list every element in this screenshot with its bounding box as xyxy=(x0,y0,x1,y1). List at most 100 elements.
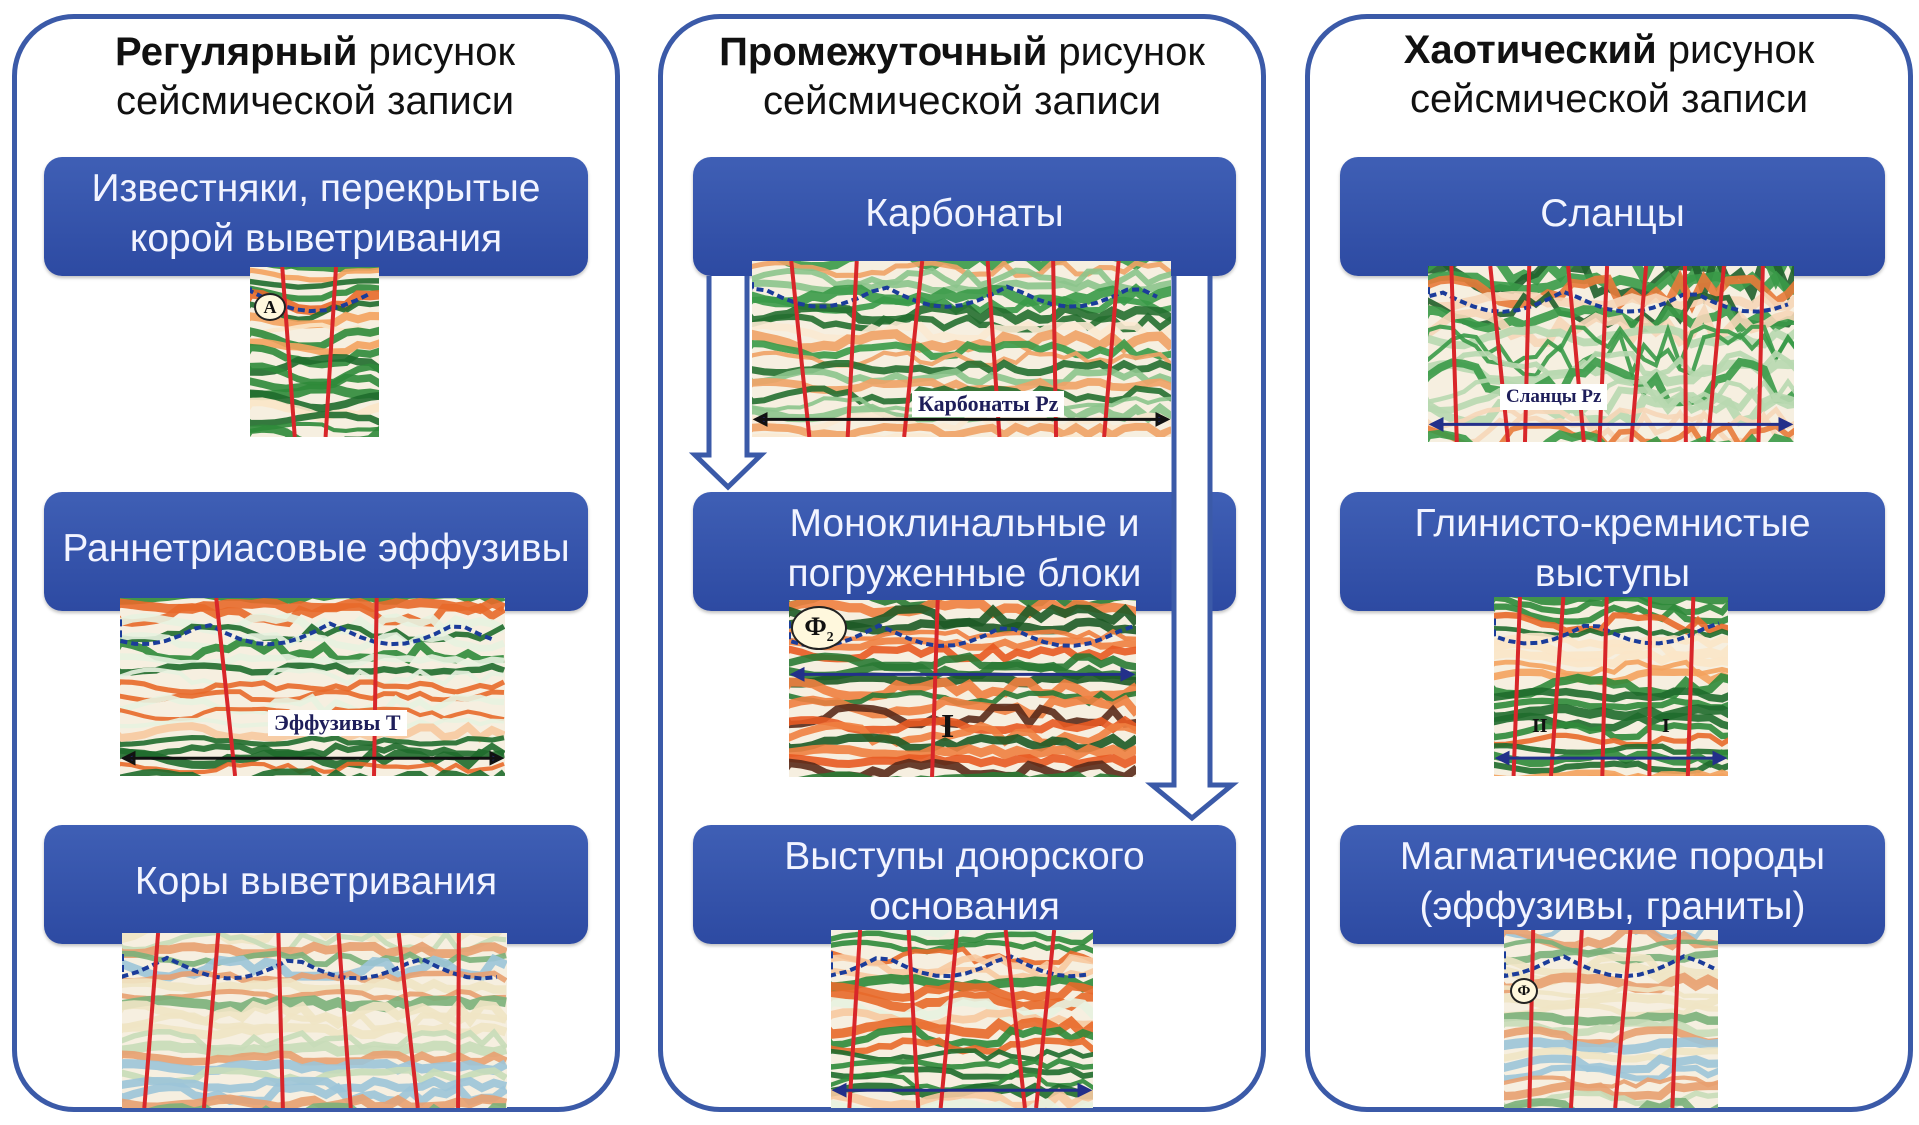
reflector-band xyxy=(789,694,1136,719)
reflector-band xyxy=(1428,386,1794,416)
horizon-line xyxy=(789,621,1135,649)
reflector-band xyxy=(752,350,1171,368)
fault-line xyxy=(902,261,925,437)
reflector-band xyxy=(250,424,379,437)
reflector-band xyxy=(789,672,1136,688)
fault-line xyxy=(1613,930,1633,1108)
zone-ii: II xyxy=(1532,715,1548,737)
box-shales: Сланцы xyxy=(1340,157,1885,276)
reflector-band xyxy=(120,679,505,695)
fault-line xyxy=(1003,930,1027,1108)
horizon-line xyxy=(1504,951,1715,979)
fault-line xyxy=(372,598,379,776)
reflector-band xyxy=(122,933,507,953)
reflector-band xyxy=(122,1058,507,1076)
reflector-band xyxy=(1494,712,1728,732)
zone-i: I xyxy=(1662,715,1670,737)
reflector-band xyxy=(122,1082,507,1107)
box-label: Глинисто-кремнистые выступы xyxy=(1414,501,1811,595)
fault-line xyxy=(938,930,960,1108)
reflector-band xyxy=(250,278,379,290)
reflector-band xyxy=(120,598,505,605)
zone-i: I xyxy=(941,708,955,745)
reflector-band xyxy=(1428,422,1794,442)
title-rest: рисунок xyxy=(357,30,515,74)
reflector-band xyxy=(831,930,1087,939)
fault-line xyxy=(1682,266,1688,442)
title-line2: сейсмической записи xyxy=(115,79,515,123)
reflector-band xyxy=(120,653,505,667)
title-bold: Хаотический xyxy=(1403,28,1657,72)
fault-line xyxy=(456,933,461,1108)
label-carbonates: Карбонаты Pz xyxy=(912,391,1065,417)
fault-line xyxy=(396,933,420,1108)
fault-line xyxy=(1568,930,1584,1108)
reflector-band xyxy=(789,743,1136,761)
reflector-band xyxy=(798,771,1126,777)
reflector-band xyxy=(752,367,1171,387)
fault-line xyxy=(201,933,221,1108)
reflector-band xyxy=(120,735,505,748)
fault-line xyxy=(1597,266,1610,442)
extent-arrow-icon xyxy=(1494,750,1728,766)
fault-line xyxy=(1600,597,1609,776)
extent-arrow-icon xyxy=(1428,416,1794,432)
box-clay-siliceous: Глинисто-кремнистые выступы xyxy=(1340,492,1885,611)
fault-line xyxy=(336,933,353,1108)
horizon-line xyxy=(752,282,1158,309)
fault-line xyxy=(1670,930,1682,1108)
reflector-band xyxy=(250,353,379,376)
extent-arrow-icon xyxy=(831,1082,1093,1098)
fault-line xyxy=(142,933,161,1108)
reflector-band xyxy=(1428,302,1794,351)
reflector-band xyxy=(831,1098,1093,1108)
seismic-texture xyxy=(752,261,1171,437)
reflector-band xyxy=(122,1040,507,1058)
column-chaotic-title: Хаотический рисунок сейсмической записи xyxy=(1313,26,1905,124)
column-regular-title: Регулярный рисунок сейсмической записи xyxy=(20,28,610,126)
reflector-band xyxy=(752,422,1171,437)
reflector-band xyxy=(1428,356,1794,407)
reflector-band xyxy=(122,978,507,995)
reflector-band xyxy=(1504,953,1718,978)
fault-line xyxy=(214,598,238,776)
reflector-band xyxy=(120,693,505,717)
reflector-band xyxy=(831,1025,1093,1049)
fault-line xyxy=(906,930,921,1108)
fault-line xyxy=(1629,266,1649,442)
fault-line xyxy=(1522,266,1532,442)
reflector-band xyxy=(122,1022,507,1040)
fault-line xyxy=(1685,597,1696,776)
fault-line xyxy=(280,267,297,437)
fault-line xyxy=(1527,930,1536,1108)
box-label: Магматические породы (эффузивы, граниты) xyxy=(1399,834,1826,928)
reflector-band xyxy=(122,995,507,1013)
reflector-band xyxy=(1494,721,1728,741)
reflector-band xyxy=(831,1048,1093,1062)
fault-line xyxy=(323,267,338,437)
title-rest: рисунок xyxy=(1047,30,1205,74)
reflector-band xyxy=(120,602,505,628)
reflector-band xyxy=(120,667,505,689)
reflector-band xyxy=(120,768,505,776)
reflector-band xyxy=(120,662,505,676)
reflector-band xyxy=(789,677,1136,702)
seismic-uplifts xyxy=(831,930,1093,1108)
box-label: Известняки, перекрытые корой выветривани… xyxy=(91,166,541,260)
label-effusives: Эффузивы T xyxy=(268,710,407,736)
horizon-line xyxy=(1428,287,1789,314)
reflector-band xyxy=(1428,406,1794,430)
reflector-band xyxy=(1504,992,1718,1010)
fault-line xyxy=(845,261,859,437)
column-intermediate-title: Промежуточный рисунок сейсмической запис… xyxy=(666,28,1258,126)
horizon-line xyxy=(122,954,498,981)
marker-f2: Ф2 xyxy=(791,606,847,650)
reflector-band xyxy=(752,312,1171,333)
seismic-texture xyxy=(120,598,505,776)
box-monoclinal-blocks: Моноклинальные и погруженные блоки xyxy=(693,492,1236,611)
box-label: Раннетриасовые эффузивы xyxy=(62,526,570,570)
reflector-band xyxy=(789,600,1136,619)
seismic-carbonates: Карбонаты Pz xyxy=(752,261,1171,437)
seismic-shales: Сланцы Pz xyxy=(1428,266,1794,442)
title-bold: Промежуточный xyxy=(719,30,1048,74)
